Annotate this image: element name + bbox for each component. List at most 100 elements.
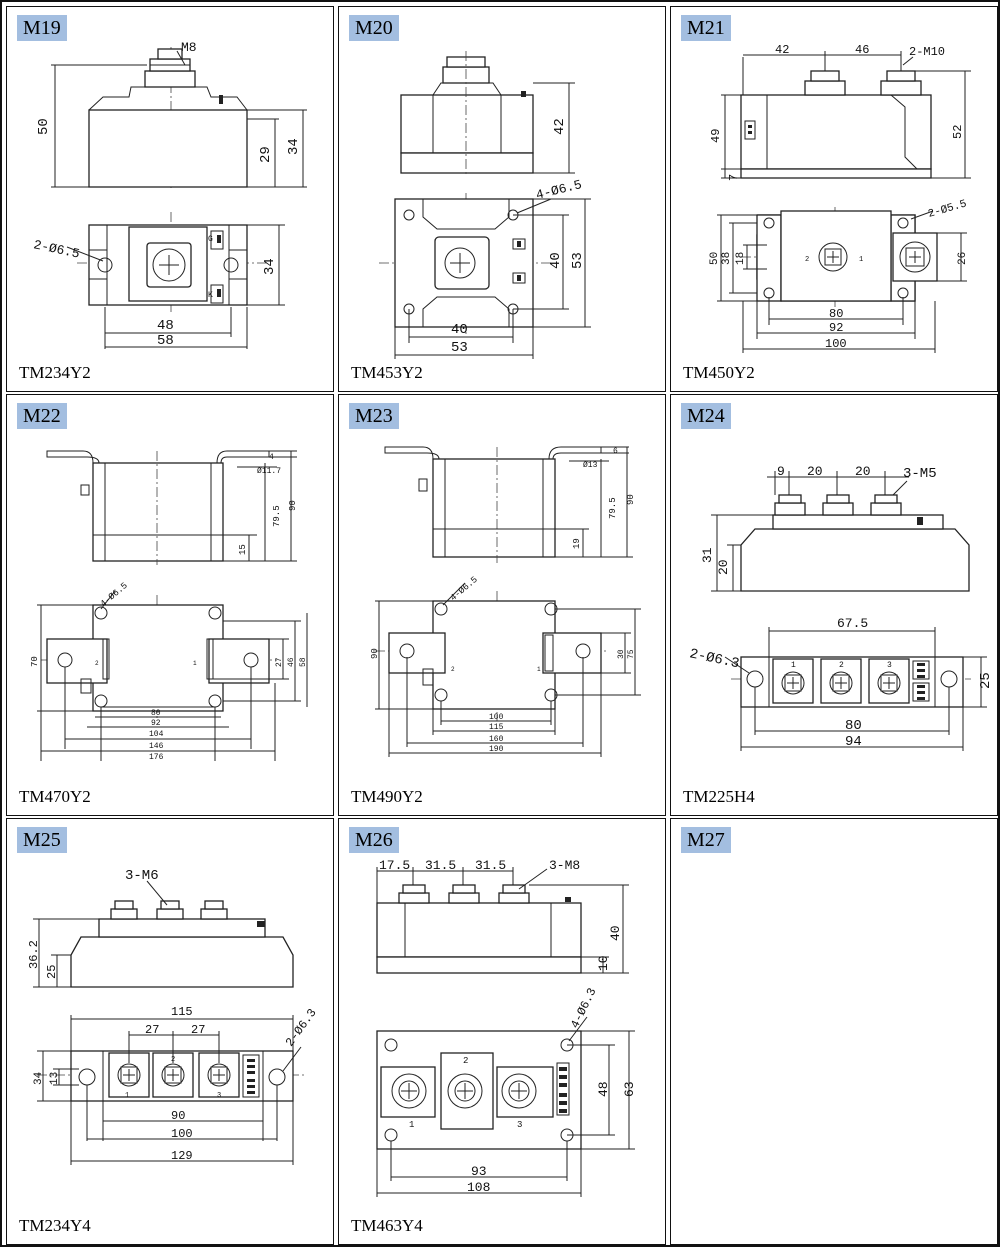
m25-hole-label: 2-Ø6.3 bbox=[283, 1006, 320, 1049]
m21-dim-h-inner: 18 bbox=[735, 252, 747, 265]
panel-m20: 42 40 53 bbox=[338, 6, 666, 392]
m20-dim-h-inner: 40 bbox=[548, 252, 564, 269]
m20-dim-h-outer: 53 bbox=[570, 252, 586, 269]
model-number: TM225H4 bbox=[683, 787, 755, 806]
m21-dim-h-base: 7 bbox=[727, 174, 741, 181]
m25-dim-w-top: 115 bbox=[171, 1005, 193, 1019]
panel-m24: 9 20 20 3-M5 31 20 1 2 bbox=[670, 394, 998, 816]
panel-id-badge: M27 bbox=[681, 827, 731, 853]
model-number: TM450Y2 bbox=[683, 363, 755, 382]
m22-dim-h-total: 90 bbox=[288, 500, 298, 511]
m22-dim-h-left: 70 bbox=[30, 656, 40, 667]
m24-term-2: 2 bbox=[839, 661, 844, 670]
m26-dim-d3: 31.5 bbox=[475, 858, 506, 873]
m24-dim-w-outer: 94 bbox=[845, 734, 862, 750]
m25-term-1: 1 bbox=[125, 1092, 129, 1100]
m21-dim-w-outer: 100 bbox=[825, 337, 847, 351]
m19-dim-top-height: 34 bbox=[262, 258, 278, 275]
m21-dim-w-inner: 80 bbox=[829, 307, 843, 321]
m24-dim-h-right: 25 bbox=[978, 672, 994, 689]
m26-dim-h-base: 10 bbox=[596, 955, 611, 971]
m24-dim-w-top: 67.5 bbox=[837, 616, 868, 631]
m25-dim-w-mid: 100 bbox=[171, 1127, 193, 1141]
m24-term-1: 1 bbox=[791, 661, 796, 670]
m19-drawing: M8 50 29 34 G K bbox=[32, 40, 307, 349]
m21-term-2: 2 bbox=[805, 256, 809, 264]
m22-dim-w2: 92 bbox=[151, 719, 161, 728]
panel-id-badge: M23 bbox=[349, 403, 399, 429]
m25-nut-label: 3-M6 bbox=[125, 868, 159, 884]
m21-nut-label: 2-M10 bbox=[909, 45, 945, 59]
m25-term-3: 3 bbox=[217, 1092, 221, 1100]
m23-dim-w3: 160 bbox=[489, 735, 504, 744]
m26-term-1: 1 bbox=[409, 1120, 414, 1130]
m22-dim-w4: 146 bbox=[149, 742, 164, 751]
m24-drawing: 9 20 20 3-M5 31 20 1 2 bbox=[688, 464, 994, 751]
m23-dim-w1: 100 bbox=[489, 713, 504, 722]
m25-dim-h-outer: 34 bbox=[33, 1071, 45, 1085]
m25-dim-h-inner: 13 bbox=[49, 1072, 61, 1085]
panel-m19: M8 50 29 34 G K bbox=[6, 6, 334, 392]
model-number: TM453Y2 bbox=[351, 363, 423, 382]
m24-dim-d1: 9 bbox=[777, 464, 785, 479]
m23-dim-w2: 115 bbox=[489, 723, 504, 732]
m22-dim-w5: 176 bbox=[149, 753, 164, 762]
m25-dim-d1: 27 bbox=[145, 1023, 159, 1037]
panel-m21: 42 46 2-M10 49 7 52 bbox=[670, 6, 998, 392]
m23-dim-w4: 190 bbox=[489, 745, 504, 754]
m24-dim-h-body: 20 bbox=[716, 559, 731, 575]
m25-dim-h-total: 36.2 bbox=[27, 940, 41, 969]
m25-dim-w-inner: 90 bbox=[171, 1109, 185, 1123]
m25-dim-w-outer: 129 bbox=[171, 1149, 193, 1163]
m23-dim-h-mid: 79.5 bbox=[608, 497, 618, 519]
panel-id-badge: M22 bbox=[17, 403, 67, 429]
m22-dim-hole-d: Ø11.7 bbox=[257, 467, 281, 476]
m21-dim-d2: 46 bbox=[855, 43, 869, 57]
panel-id-badge: M20 bbox=[349, 15, 399, 41]
m23-dim-hole-d: Ø13 bbox=[583, 461, 598, 470]
panel-id-badge: M25 bbox=[17, 827, 67, 853]
m26-dim-h-outer: 63 bbox=[622, 1081, 637, 1097]
m22-drawing: 4 Ø11.7 79.5 90 15 2 1 4-Ø6.5 70 bbox=[30, 450, 308, 762]
m25-dim-d2: 27 bbox=[191, 1023, 205, 1037]
m24-dim-h-total: 31 bbox=[700, 547, 715, 563]
m24-dim-d2: 20 bbox=[807, 464, 823, 479]
m24-term-3: 3 bbox=[887, 661, 892, 670]
m20-dim-w-outer: 53 bbox=[451, 340, 468, 356]
model-number: TM490Y2 bbox=[351, 787, 423, 806]
m21-dim-h-total: 52 bbox=[951, 125, 965, 139]
panel-id-badge: M24 bbox=[681, 403, 731, 429]
m21-term-1: 1 bbox=[859, 256, 863, 264]
m20-dim-w-inner: 40 bbox=[451, 322, 468, 338]
m26-dim-w-outer: 108 bbox=[467, 1180, 490, 1195]
panel-m25: 3-M6 36.2 25 1 2 3 bbox=[6, 818, 334, 1245]
m22-dim-w1: 80 bbox=[151, 709, 161, 718]
m22-dim-w3: 104 bbox=[149, 730, 164, 739]
model-number: TM470Y2 bbox=[19, 787, 91, 806]
m21-dim-w-mid: 92 bbox=[829, 321, 843, 335]
m20-drawing: 42 40 53 bbox=[379, 51, 591, 359]
panel-m27: M27 bbox=[670, 818, 998, 1245]
model-number: TM234Y2 bbox=[19, 363, 91, 382]
m22-dim-h-base: 15 bbox=[238, 544, 248, 555]
m26-dim-d2: 31.5 bbox=[425, 858, 456, 873]
m19-pin-g: G bbox=[208, 235, 213, 244]
m23-dim-h-r1: 30 bbox=[617, 649, 626, 659]
m19-dim-width-inner: 48 bbox=[157, 318, 174, 334]
m22-term-1: 1 bbox=[193, 660, 197, 667]
m26-term-2: 2 bbox=[463, 1056, 468, 1066]
panel-m22: 4 Ø11.7 79.5 90 15 2 1 4-Ø6.5 70 bbox=[6, 394, 334, 816]
m25-dim-h-body: 25 bbox=[45, 965, 59, 979]
m24-dim-d3: 20 bbox=[855, 464, 871, 479]
m19-dim-height-body: 29 bbox=[258, 146, 274, 163]
m19-pin-k: K bbox=[208, 291, 213, 300]
panel-id-badge: M19 bbox=[17, 15, 67, 41]
m26-dim-d1: 17.5 bbox=[379, 858, 410, 873]
m26-hole-label: 4-Ø6.3 bbox=[568, 986, 600, 1031]
m21-drawing: 42 46 2-M10 49 7 52 bbox=[709, 43, 971, 353]
panel-m23: 6 Ø13 79.5 90 19 2 1 4-Ø6.5 90 bbox=[338, 394, 666, 816]
m23-dim-tab-t: 6 bbox=[613, 447, 618, 456]
m26-dim-h-total: 40 bbox=[608, 925, 623, 941]
m22-dim-h-r2: 46 bbox=[287, 657, 296, 667]
m22-dim-h-r3: 58 bbox=[299, 657, 308, 667]
